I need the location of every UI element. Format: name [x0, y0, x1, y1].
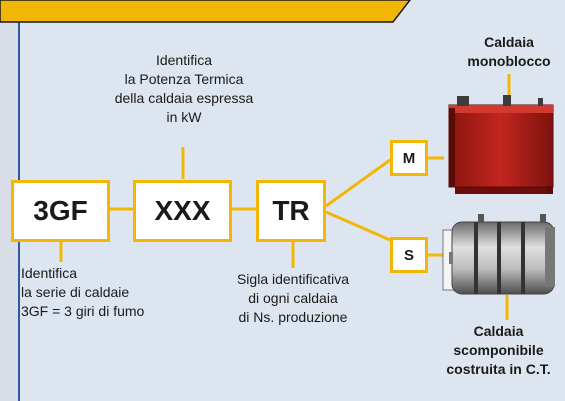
split-boiler: [442, 214, 555, 295]
series-code: 3GF: [33, 195, 88, 226]
power-desc-line: Identifica: [155, 52, 213, 68]
type-code-box: TR: [256, 180, 326, 242]
split-label-line: costruita in C.T.: [446, 361, 551, 377]
type-desc-line: Sigla identificativa: [236, 271, 350, 287]
type-code: TR: [272, 195, 310, 226]
power-description: Identifica la Potenza Termica della cald…: [99, 51, 269, 127]
split-code-box: S: [390, 237, 428, 273]
mono-label: Caldaia monoblocco: [449, 33, 565, 71]
series-code-box: 3GF: [11, 180, 110, 242]
branch-mono: [325, 158, 391, 208]
power-code: XXX: [154, 195, 211, 226]
series-description: Identifica la serie di caldaie 3GF = 3 g…: [21, 264, 191, 321]
mono-label-line: Caldaia: [484, 34, 534, 50]
banner-stripe: [0, 0, 411, 23]
mono-code: M: [402, 149, 416, 167]
split-label-line: Caldaia: [473, 323, 524, 339]
power-desc-line: in kW: [166, 109, 202, 125]
series-desc-line: 3GF = 3 giri di fumo: [21, 303, 145, 319]
split-label-line: scomponibile: [453, 342, 544, 358]
type-description: Sigla identificativa di ogni caldaia di …: [213, 270, 373, 327]
power-code-box: XXX: [133, 180, 232, 242]
top-banner: [0, 0, 411, 23]
type-desc-line: di ogni caldaia: [248, 290, 338, 306]
split-code: S: [403, 246, 414, 264]
monoblock-boiler: [448, 95, 554, 194]
series-desc-line: la serie di caldaie: [21, 284, 130, 300]
mono-label-line: monoblocco: [467, 53, 551, 69]
branch-split: [325, 210, 391, 242]
power-desc-line: la Potenza Termica: [124, 71, 244, 87]
split-label: Caldaia scomponibile costruita in C.T.: [432, 322, 565, 379]
type-desc-line: di Ns. produzione: [238, 309, 348, 325]
mono-code-box: M: [390, 140, 428, 176]
series-desc-line: Identifica: [21, 265, 78, 281]
power-desc-line: della caldaia espressa: [114, 90, 254, 106]
